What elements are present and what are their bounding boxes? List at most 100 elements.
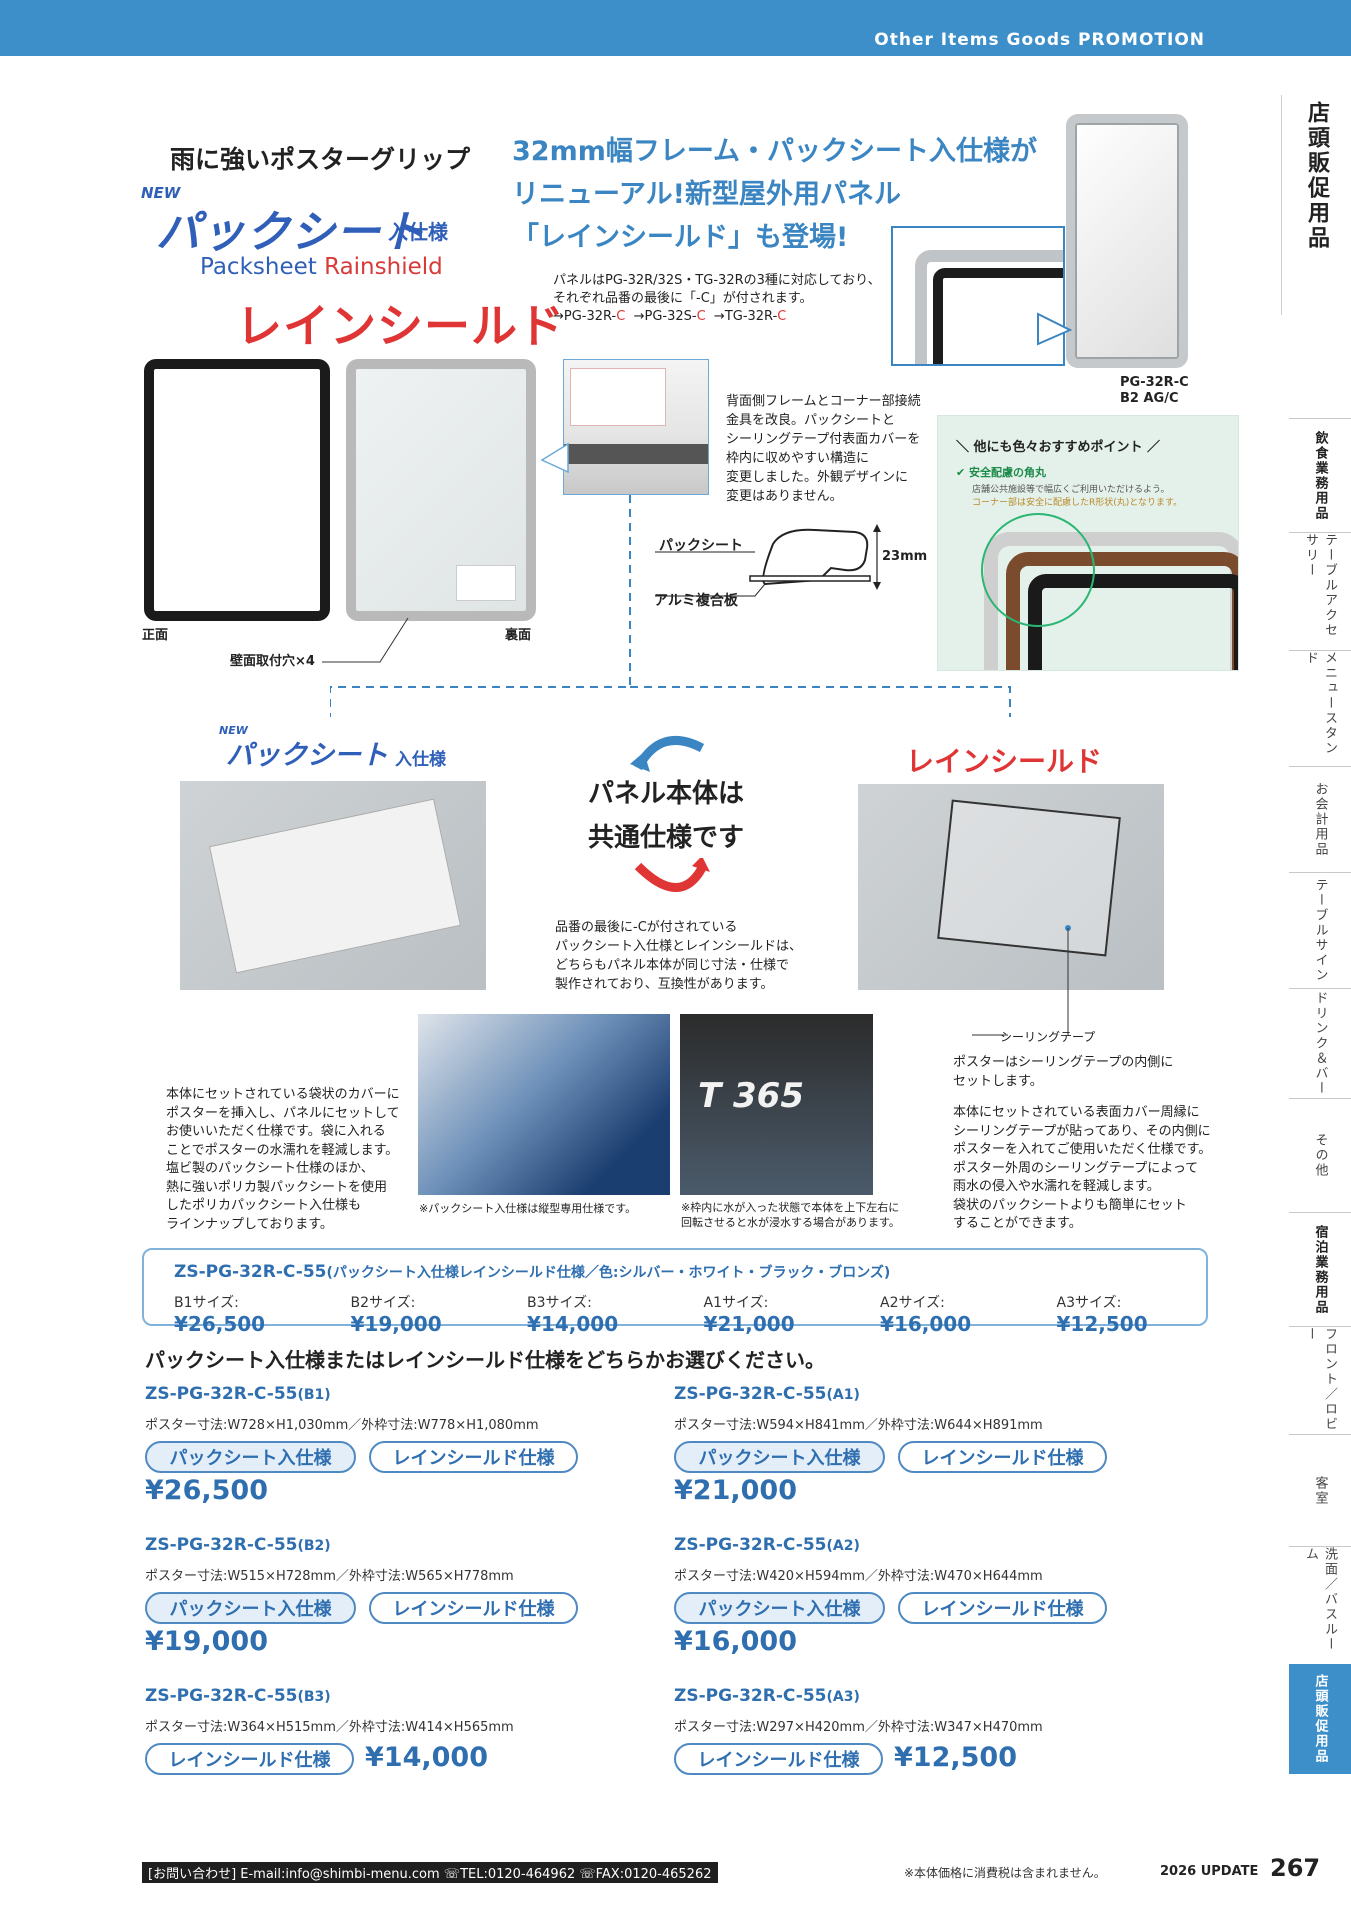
rain-option-button[interactable]: レインシールド仕様: [369, 1441, 578, 1473]
pack-desc-line: お使いいただく仕様です。袋に入れる: [166, 1124, 386, 1139]
summary-price: ¥14,000: [527, 1312, 619, 1336]
seal-description-2: 本体にセットされている表面カバー周縁に シーリングテープが貼ってあり、その内側に…: [953, 1104, 1211, 1234]
sidebar-item[interactable]: 客室: [1289, 1434, 1351, 1546]
model-caption-line: B2 AG/C: [1120, 391, 1179, 406]
rain-option-button[interactable]: レインシールド仕様: [145, 1743, 354, 1775]
frame-front-image: [144, 359, 330, 621]
section-label-alu: アルミ複合板: [654, 593, 738, 609]
hero-rain-title: レインシールド: [236, 299, 565, 353]
summary-model: ZS-PG-32R-C-55(パックシート入仕様レインシールド仕様／色:シルバー…: [174, 1262, 890, 1282]
frame-photo-caption: ※枠内に水が入った状態で本体を上下左右に 回転させると水が浸水する場合があります…: [681, 1200, 900, 1230]
pack-option-button[interactable]: パックシート入仕様: [145, 1592, 356, 1624]
common-desc-line: 品番の最後に-Cが付されている: [555, 920, 738, 935]
rain-section-title: レインシールド: [906, 745, 1103, 778]
sidebar-item[interactable]: フロント／ロビー: [1289, 1326, 1351, 1434]
model-size: (B2): [297, 1538, 331, 1554]
rain-option-button[interactable]: レインシールド仕様: [674, 1743, 883, 1775]
model-code-text: ZS-PG-32R-C-55: [674, 1535, 827, 1555]
model-price: ¥26,500: [145, 1475, 268, 1506]
pack-desc-line: 塩ビ製のパックシート仕様のほか、: [166, 1161, 374, 1176]
common-spec-line: 共通仕様です: [588, 823, 745, 853]
hero-pack-title: パックシート: [156, 207, 426, 258]
detail-line: 金具を改良。パックシートと: [726, 413, 896, 428]
common-desc-line: パックシート入仕様とレインシールドは、: [555, 939, 803, 954]
pack-desc-line: ラインナップしております。: [166, 1216, 333, 1232]
sidebar-item-label: テーブルアクセサリー: [1303, 533, 1337, 638]
sidebar-item[interactable]: 洗面／バスルーム: [1289, 1546, 1351, 1664]
seal-leader-line: [1065, 925, 1071, 1036]
model-price: ¥14,000: [365, 1742, 488, 1773]
seal-line: 本体にセットされている表面カバー周縁に: [953, 1105, 1200, 1120]
detail-line: 変更しました。外観デザインに: [726, 470, 909, 485]
sidebar-item-label: テーブルサイン: [1312, 878, 1328, 983]
frame-top-image: [1066, 114, 1188, 368]
pack-section-title: パックシート: [226, 740, 388, 771]
pack-option-button[interactable]: パックシート入仕様: [674, 1441, 885, 1473]
section-label-pack: パックシート: [659, 538, 743, 554]
sidebar-item[interactable]: テーブルサイン: [1289, 872, 1351, 988]
pack-option-button[interactable]: パックシート入仕様: [145, 1441, 356, 1473]
model-dimensions: ポスター寸法:W515×H728mm／外枠寸法:W565×H778mm: [145, 1569, 514, 1584]
rain-option-button[interactable]: レインシールド仕様: [898, 1592, 1107, 1624]
summary-price-item: A1サイズ:¥21,000: [704, 1292, 853, 1336]
sidebar-item-label: フロント／ロビー: [1303, 1327, 1337, 1432]
model-price: ¥21,000: [674, 1475, 797, 1506]
summary-size: A2サイズ:: [880, 1295, 945, 1311]
seal-line: 雨水の侵入や水濡れを軽減します。: [953, 1179, 1160, 1194]
summary-size: B1サイズ:: [174, 1295, 239, 1311]
back-detail-image: [563, 359, 709, 495]
rain-option-button[interactable]: レインシールド仕様: [369, 1592, 578, 1624]
pack-desc-line: したポリカパックシート入仕様も: [166, 1198, 362, 1213]
model-code-text: ZS-PG-32R-C-55: [145, 1384, 298, 1404]
seal-line: 袋状のパックシートよりも簡単にセット: [953, 1197, 1187, 1213]
header-bar: Other Items Goods PROMOTION: [0, 0, 1351, 56]
poster-insert-photo: [418, 1014, 670, 1195]
en-pack: Packsheet: [200, 254, 317, 280]
pack-option-button[interactable]: パックシート入仕様: [674, 1592, 885, 1624]
intro-line: それぞれ品番の最後に「-C」が付されます。: [553, 291, 813, 306]
sidebar-item[interactable]: 宿泊業務用品: [1289, 1212, 1351, 1326]
rotate-arrow-top-icon: [630, 736, 705, 772]
sidebar-item[interactable]: ドリンク＆バー: [1289, 988, 1351, 1098]
summary-size: A1サイズ:: [703, 1295, 769, 1311]
headline-line: 「レインシールド」も登場!: [512, 222, 849, 253]
sidebar-item[interactable]: 店頭販促用品: [1289, 1664, 1351, 1774]
recommend-point: ✔ 安全配慮の角丸: [956, 466, 1047, 479]
back-label-sticker: [456, 565, 516, 601]
seal-line: ポスター外周のシーリングテープによって: [953, 1160, 1199, 1176]
seal-line: ポスターはシーリングテープの内側に: [953, 1055, 1174, 1070]
pack-desc-line: ことでポスターの水濡れを軽減します。: [166, 1142, 399, 1158]
model-dimensions: ポスター寸法:W297×H420mm／外枠寸法:W347×H470mm: [674, 1720, 1043, 1735]
summary-price-item: B3サイズ:¥14,000: [527, 1292, 677, 1336]
cross-section-diagram: [655, 524, 881, 597]
sidebar-item[interactable]: その他: [1289, 1098, 1351, 1212]
headline-line: リニューアル!新型屋外用パネル: [512, 179, 901, 210]
summary-code: ZS-PG-32R-C-55: [174, 1262, 327, 1282]
en-rain: Rainshield: [324, 254, 443, 280]
sidebar-item-label: 客室: [1312, 1475, 1328, 1506]
footer-contact: [お問い合わせ] E-mail:info@shimbi-menu.com ☏TE…: [142, 1862, 718, 1883]
pack-desc-line: 本体にセットされている袋状のカバーに: [166, 1087, 400, 1102]
pack-sheet: [208, 798, 462, 974]
model-dimensions: ポスター寸法:W728×H1,030mm／外枠寸法:W778×H1,080mm: [145, 1418, 539, 1433]
sidebar-item[interactable]: お会計用品: [1289, 766, 1351, 872]
rain-option-button[interactable]: レインシールド仕様: [898, 1441, 1107, 1473]
model-code: ZS-PG-32R-C-55(A2): [674, 1535, 860, 1555]
intro-model: →TG-32R-: [713, 309, 778, 324]
sidebar-item[interactable]: 飲食業務用品: [1289, 418, 1351, 532]
section-height: 23mm: [882, 549, 928, 564]
common-desc-line: どちらもパネル本体が同じ寸法・仕様で: [555, 958, 790, 973]
hero-subtitle: 雨に強いポスターグリップ: [170, 145, 471, 174]
seal-line: シーリングテープが貼ってあり、その内側に: [953, 1123, 1211, 1139]
model-code: ZS-PG-32R-C-55(A3): [674, 1686, 860, 1706]
rotate-arrow-bottom-icon: [634, 858, 710, 892]
connector-lines: [330, 495, 1011, 717]
intro-model: →PG-32R-: [553, 309, 617, 324]
model-code-text: ZS-PG-32R-C-55: [674, 1384, 827, 1404]
model-size: (A3): [826, 1689, 860, 1705]
sidebar-item[interactable]: メニュースタンド: [1289, 650, 1351, 766]
model-code-text: ZS-PG-32R-C-55: [145, 1686, 298, 1706]
sidebar-item[interactable]: テーブルアクセサリー: [1289, 532, 1351, 650]
rain-insert-photo: [858, 784, 1164, 990]
